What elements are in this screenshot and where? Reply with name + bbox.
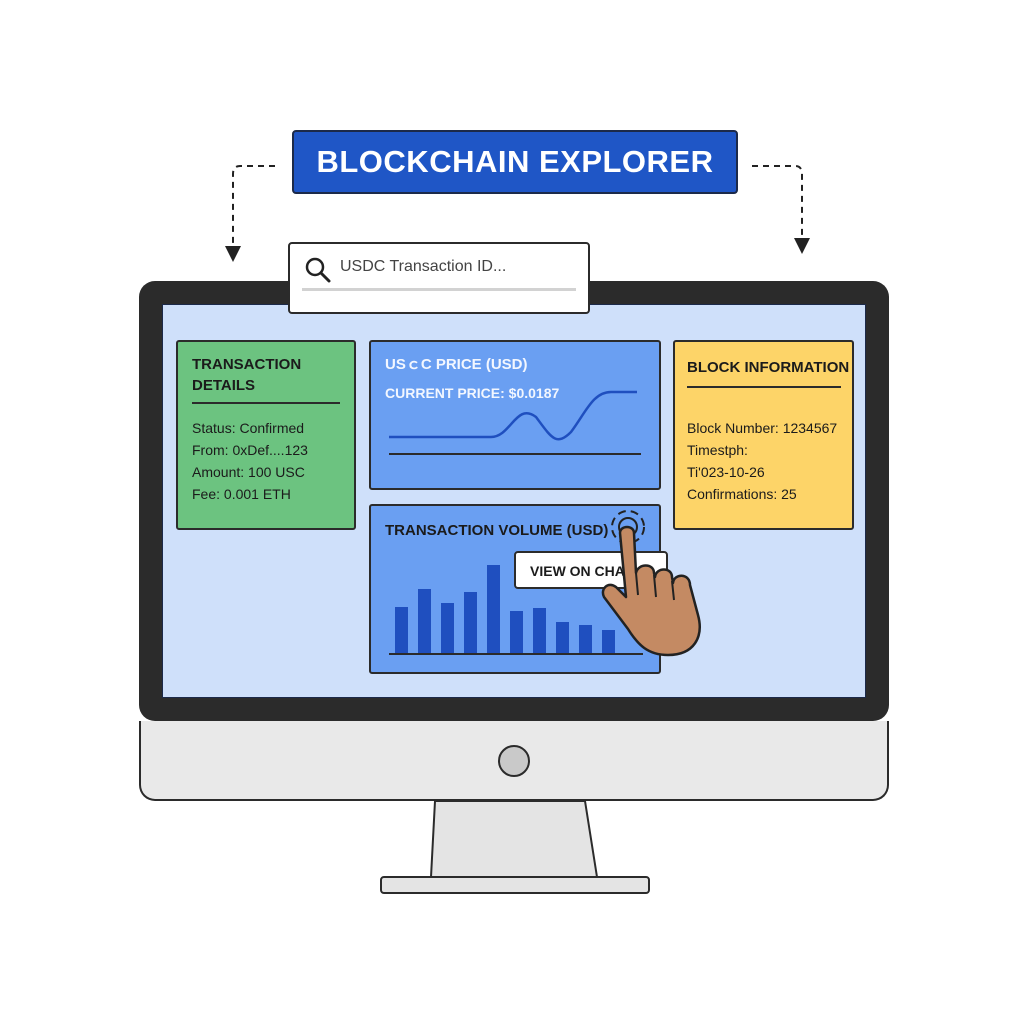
tx-from: From: 0xDef....123 [192, 442, 308, 458]
divider [687, 386, 841, 388]
transaction-details-panel: TRANSACTION DETAILS Status: Confirmed Fr… [176, 340, 356, 530]
title-banner: BLOCKCHAIN EXPLORER [292, 130, 738, 194]
monitor-neck [429, 800, 599, 878]
power-button[interactable] [498, 745, 530, 777]
price-panel-title: USｃC PRICE (USD) [385, 356, 528, 373]
price-panel: USｃC PRICE (USD) CURRENT PRICE: $0.0187 [369, 340, 661, 490]
search-input[interactable]: USDC Transaction ID... [340, 258, 507, 275]
block-number: Block Number: 1234567 [687, 420, 838, 436]
volume-panel-title: TRANSACTION VOLUME (USD) [385, 522, 609, 539]
tx-amount: Amount: 100 USC [192, 464, 305, 480]
block-information-panel: BLOCK INFORMATION Block Number: 1234567 … [673, 340, 854, 530]
volume-bar [556, 622, 569, 653]
arrow-title-right [752, 165, 810, 254]
search-icon [305, 257, 331, 283]
volume-bar [441, 603, 454, 653]
tx-status: Status: Confirmed [192, 420, 305, 436]
block-timestamp-label: Timestph: [687, 442, 748, 458]
volume-bar-chart [389, 565, 643, 655]
current-price: CURRENT PRICE: $0.0187 [385, 385, 560, 401]
volume-bar [395, 607, 408, 653]
arrow-title-left [225, 165, 275, 262]
volume-bar [510, 611, 523, 653]
volume-bar [464, 592, 477, 653]
volume-bar [579, 625, 592, 653]
price-line [389, 390, 637, 441]
block-timestamp-value: Ti'023-10-26 [687, 464, 765, 480]
volume-bar [602, 630, 615, 653]
search-underline [302, 288, 576, 291]
volume-bar [533, 608, 546, 653]
block-information-title: BLOCK INFORMATION [687, 359, 850, 376]
monitor-base [380, 876, 650, 894]
volume-bar [418, 589, 431, 653]
price-line-chart [389, 390, 641, 455]
pointing-hand-icon [601, 510, 701, 657]
search-bar[interactable]: USDC Transaction ID... [288, 242, 590, 314]
volume-bar [487, 565, 500, 653]
transaction-details-title: TRANSACTION DETAILS [192, 356, 302, 394]
divider [192, 402, 340, 404]
block-confirmations: Confirmations: 25 [687, 486, 797, 502]
tx-fee: Fee: 0.001 ETH [192, 486, 291, 502]
